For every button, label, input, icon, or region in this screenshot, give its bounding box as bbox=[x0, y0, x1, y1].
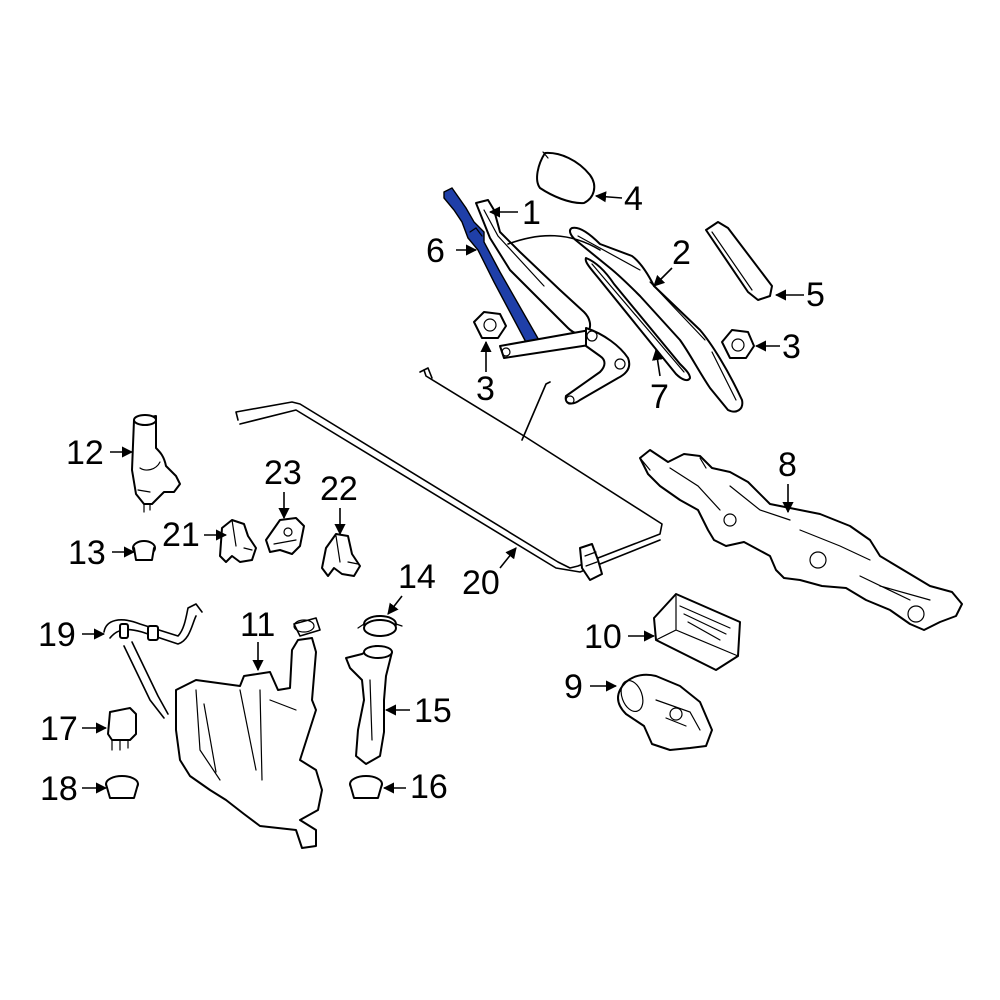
callout-3-left: 3 bbox=[476, 370, 495, 408]
sensor-grommet[interactable] bbox=[105, 775, 139, 799]
callout-1: 1 bbox=[522, 194, 541, 232]
callout-15: 15 bbox=[414, 692, 452, 730]
callout-11: 11 bbox=[240, 606, 275, 644]
callout-8: 8 bbox=[778, 446, 797, 484]
callout-20: 20 bbox=[462, 564, 500, 602]
nut-left[interactable] bbox=[473, 311, 507, 339]
wiper-control-module[interactable] bbox=[653, 593, 741, 671]
callout-5: 5 bbox=[806, 276, 825, 314]
callout-6: 6 bbox=[426, 232, 445, 270]
washer-reservoir[interactable] bbox=[175, 617, 323, 849]
filler-neck-grommet[interactable] bbox=[349, 775, 383, 799]
leader-lines bbox=[82, 191, 804, 794]
callout-3-right: 3 bbox=[782, 328, 801, 366]
callout-7: 7 bbox=[650, 378, 669, 416]
wiper-motor[interactable] bbox=[617, 673, 713, 751]
callout-23: 23 bbox=[264, 454, 302, 492]
wiper-linkage[interactable] bbox=[499, 234, 631, 405]
washer-pump[interactable] bbox=[131, 414, 181, 513]
callout-4: 4 bbox=[624, 180, 643, 218]
callout-13: 13 bbox=[68, 534, 106, 572]
wiper-transmission[interactable] bbox=[639, 449, 963, 631]
nozzle-bracket[interactable] bbox=[265, 517, 305, 555]
nut-right[interactable] bbox=[721, 329, 755, 359]
filler-neck-seal[interactable] bbox=[357, 615, 403, 637]
washer-hose-line[interactable] bbox=[235, 367, 663, 581]
callout-14: 14 bbox=[398, 558, 436, 596]
arm-cover[interactable] bbox=[705, 221, 773, 301]
right-wiper-arm[interactable] bbox=[569, 226, 744, 413]
callout-19: 19 bbox=[38, 616, 76, 654]
callout-2: 2 bbox=[672, 234, 691, 272]
right-wiper-blade[interactable] bbox=[584, 257, 691, 382]
level-sensor[interactable] bbox=[107, 707, 137, 751]
callout-12: 12 bbox=[66, 434, 104, 472]
callout-21: 21 bbox=[162, 516, 200, 554]
callout-16: 16 bbox=[410, 768, 448, 806]
callout-18: 18 bbox=[40, 770, 78, 808]
washer-nozzle-left[interactable] bbox=[219, 519, 257, 563]
filler-neck[interactable] bbox=[345, 645, 393, 765]
washer-hose[interactable] bbox=[103, 603, 203, 719]
callout-10: 10 bbox=[584, 618, 622, 656]
callout-17: 17 bbox=[40, 710, 78, 748]
pump-grommet[interactable] bbox=[132, 540, 156, 561]
callout-22: 22 bbox=[320, 470, 358, 508]
callout-9: 9 bbox=[564, 668, 583, 706]
wiper-arm-cap[interactable] bbox=[536, 151, 596, 205]
washer-nozzle-right[interactable] bbox=[321, 533, 361, 577]
